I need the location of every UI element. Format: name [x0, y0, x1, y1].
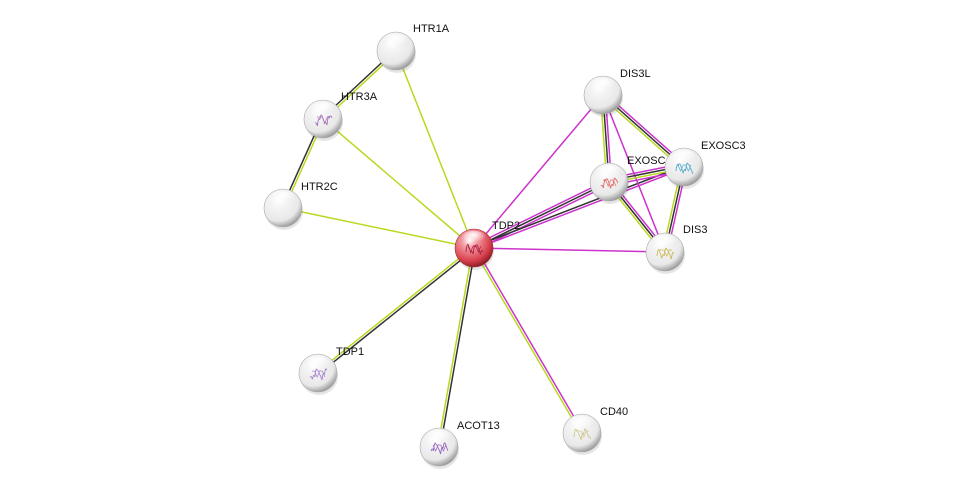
node-htr3a[interactable]: HTR3A	[303, 91, 378, 141]
node-exosc4[interactable]: EXOSC4	[589, 155, 672, 204]
edge-line-experiments	[473, 247, 666, 253]
edge-line-textmining	[322, 118, 475, 249]
node-htr2c[interactable]: HTR2C	[263, 181, 338, 230]
edge-line-textmining	[282, 207, 475, 249]
protein-structure-icon	[600, 177, 619, 189]
edge-htr2c-tdp2[interactable]	[282, 207, 475, 249]
protein-structure-icon	[675, 162, 694, 175]
node-highlight	[427, 429, 451, 444]
node-label-htr1a: HTR1A	[413, 23, 450, 35]
node-tdp2[interactable]: TDP2	[454, 220, 520, 270]
node-highlight	[591, 77, 615, 92]
node-highlight	[570, 415, 594, 430]
node-label-htr2c: HTR2C	[301, 181, 338, 193]
node-highlight	[271, 190, 295, 205]
node-label-exosc3: EXOSC3	[701, 140, 746, 152]
edge-tdp1-tdp2[interactable]	[316, 246, 476, 375]
protein-structure-icon	[465, 243, 484, 255]
node-label-tdp2: TDP2	[492, 220, 520, 232]
edge-exosc3-tdp2[interactable]	[472, 165, 686, 250]
edge-line-textmining	[316, 246, 474, 373]
node-exosc3[interactable]: EXOSC3	[664, 140, 746, 189]
edge-line-textmining	[437, 247, 474, 448]
edge-line-experiments	[473, 167, 686, 250]
edge-htr1a-tdp2[interactable]	[395, 50, 475, 249]
edge-dis3l-tdp2[interactable]	[473, 94, 604, 249]
edge-line-experiments	[474, 183, 611, 251]
protein-structure-icon	[573, 428, 592, 441]
node-highlight	[306, 355, 330, 370]
node-highlight	[384, 33, 408, 48]
node-dis3[interactable]: DIS3	[645, 224, 707, 274]
node-acot13[interactable]: ACOT13	[419, 420, 500, 469]
edge-line-textmining	[395, 50, 475, 249]
node-label-htr3a: HTR3A	[341, 91, 378, 103]
node-label-tdp1: TDP1	[336, 346, 364, 358]
edge-line-experiments	[474, 246, 584, 434]
nodes-layer: HTR1A HTR3A HTR2C TDP2 DIS3L EXOSC4 EXOSC3DIS3…	[263, 23, 746, 469]
edge-line-textmining	[472, 247, 582, 435]
node-cd40[interactable]: CD40	[562, 406, 628, 455]
edge-htr3a-tdp2[interactable]	[322, 118, 475, 249]
node-label-acot13: ACOT13	[457, 420, 500, 432]
node-highlight	[653, 234, 677, 249]
edge-line-experiments	[472, 179, 609, 247]
protein-structure-icon	[430, 442, 449, 455]
edge-acot13-tdp2[interactable]	[437, 247, 476, 448]
node-label-cd40: CD40	[600, 406, 628, 418]
protein-structure-icon	[314, 114, 333, 127]
node-label-dis3: DIS3	[683, 224, 707, 236]
node-highlight	[311, 101, 335, 116]
edge-line-experiments	[473, 94, 604, 249]
edge-line-coexpression	[439, 247, 476, 448]
edge-dis3-tdp2[interactable]	[473, 247, 666, 253]
protein-structure-icon	[656, 247, 675, 260]
node-tdp1[interactable]: TDP1	[298, 346, 364, 395]
edge-line-coexpression	[318, 248, 476, 375]
node-dis3l[interactable]: DIS3L	[583, 68, 651, 117]
edge-line-coexpression	[472, 165, 685, 248]
edge-line-coexpression	[473, 181, 610, 249]
node-highlight	[597, 164, 621, 179]
node-htr1a[interactable]: HTR1A	[376, 23, 450, 73]
node-highlight	[462, 230, 486, 245]
protein-structure-icon	[309, 368, 328, 381]
edge-cd40-tdp2[interactable]	[472, 246, 584, 435]
edge-exosc4-tdp2[interactable]	[472, 179, 611, 251]
node-label-exosc4: EXOSC4	[627, 155, 672, 167]
node-highlight	[672, 149, 696, 164]
node-label-dis3l: DIS3L	[620, 68, 651, 80]
